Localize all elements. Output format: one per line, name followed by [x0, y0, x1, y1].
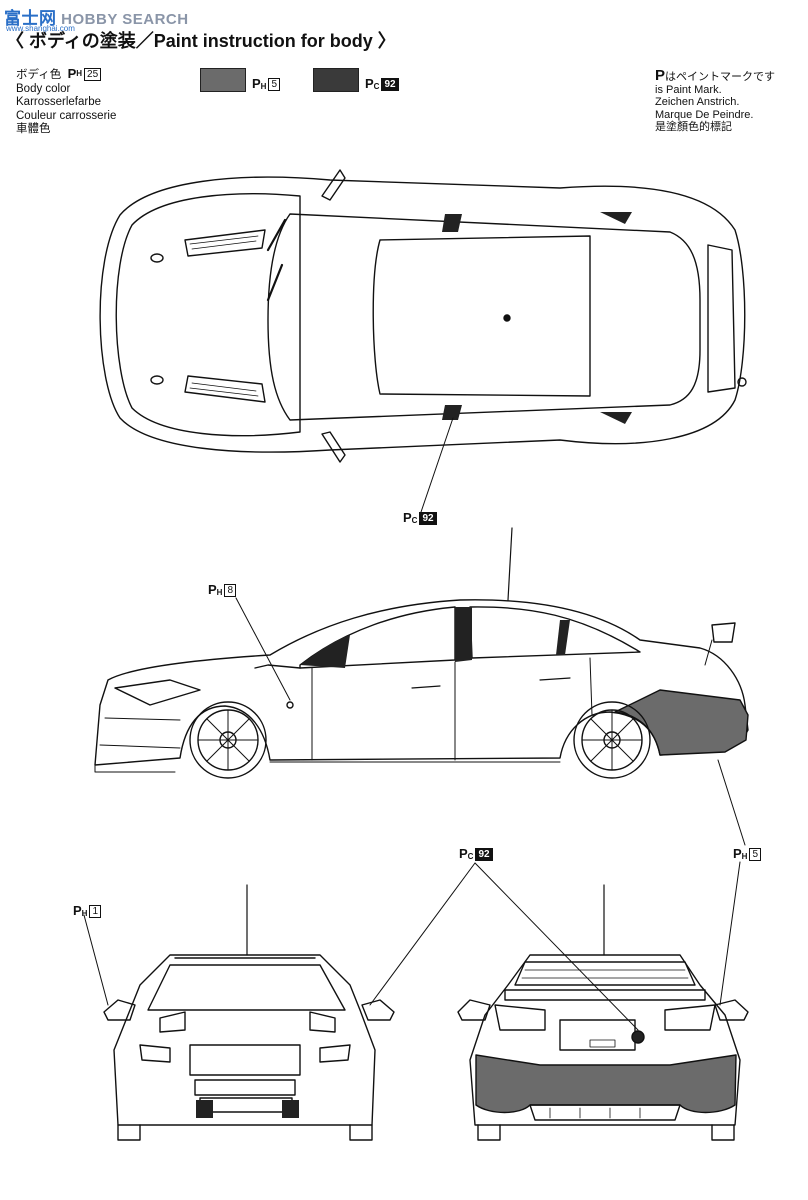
front-view-car	[103, 884, 395, 1141]
legend-de: Zeichen Anstrich.	[655, 96, 740, 108]
body-color-fr: Couleur carrosserie	[16, 109, 117, 122]
body-color-zh: 車體色	[16, 123, 51, 136]
legend-fr: Marque De Peindre.	[655, 108, 754, 121]
swatch-pc92	[313, 68, 359, 92]
legend-zh: 是塗顏色的標記	[655, 121, 732, 133]
watermark-url: www.shanghai.com	[6, 24, 75, 33]
body-color-en: Body color	[16, 82, 71, 95]
watermark-logo: 富士网 HOBBY SEARCH	[4, 9, 189, 28]
rear-view-car	[457, 884, 749, 1141]
page-title: 〈 ボディの塗装／Paint instruction for body 〉	[6, 31, 396, 51]
swatch-ph5	[200, 68, 246, 92]
top-view-car	[99, 169, 747, 463]
side-view-car	[94, 527, 749, 779]
paint-mark-symbol: P	[655, 67, 666, 84]
paint-mark-legend: Pはペイントマークです is Paint Mark. Zeichen Anstr…	[655, 67, 776, 133]
legend-en: is Paint Mark.	[655, 83, 722, 96]
body-color-de: Karrosserlefarbe	[16, 96, 102, 109]
